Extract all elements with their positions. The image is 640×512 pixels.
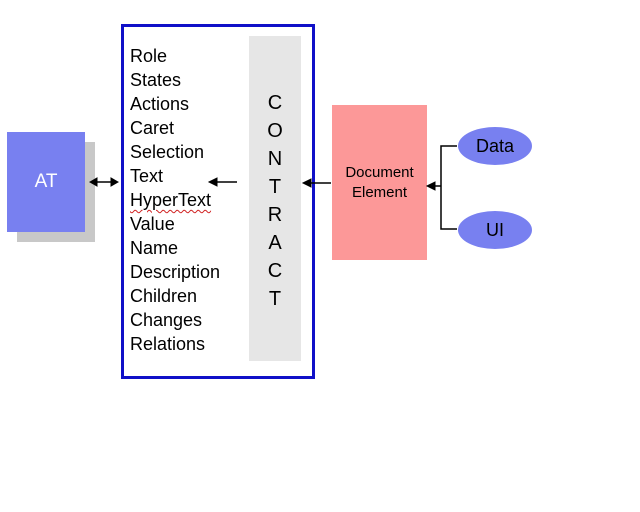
attribute-value: Value xyxy=(130,214,175,234)
attribute-states: States xyxy=(130,70,182,90)
attribute-children: Children xyxy=(130,286,198,306)
data-ui-bracket-arrow xyxy=(425,145,457,230)
attribute-description: Description xyxy=(130,262,221,282)
ui-ellipse: UI xyxy=(458,211,532,249)
data-label: Data xyxy=(475,135,515,156)
contract-to-attributes-arrow xyxy=(207,177,237,187)
attribute-selection: Selection xyxy=(130,142,205,162)
contract-letter-t1: T xyxy=(268,176,282,198)
document-element-box: Document Element xyxy=(332,105,427,260)
at-label: AT xyxy=(34,171,58,192)
data-ellipse: Data xyxy=(458,127,532,165)
ui-label: UI xyxy=(486,219,504,240)
contract-bar xyxy=(249,36,301,361)
contract-letter-r: R xyxy=(267,204,283,226)
contract-letter-o: O xyxy=(267,120,283,142)
attribute-role: Role xyxy=(130,46,168,66)
document-element-line1: Document xyxy=(345,163,414,181)
attribute-relations: Relations xyxy=(130,334,206,354)
attribute-actions: Actions xyxy=(130,94,190,114)
at-contract-double-arrow xyxy=(88,177,120,187)
document-to-contract-arrow xyxy=(301,178,331,188)
contract-letter-t2: T xyxy=(268,288,282,310)
attribute-changes: Changes xyxy=(130,310,203,330)
contract-letter-c2: C xyxy=(267,260,283,282)
attribute-text: Text xyxy=(130,166,164,186)
attribute-list: Role States Actions Caret Selection Text… xyxy=(130,44,240,356)
attribute-name: Name xyxy=(130,238,179,258)
attribute-hypertext: HyperText xyxy=(130,190,212,210)
at-box: AT xyxy=(7,132,85,232)
contract-letters: C O N T R A C T xyxy=(249,89,301,313)
attribute-caret: Caret xyxy=(130,118,175,138)
contract-letter-c1: C xyxy=(267,92,283,114)
contract-letter-a: A xyxy=(268,232,282,254)
contract-letter-n: N xyxy=(267,148,283,170)
document-element-line2: Element xyxy=(351,183,408,201)
